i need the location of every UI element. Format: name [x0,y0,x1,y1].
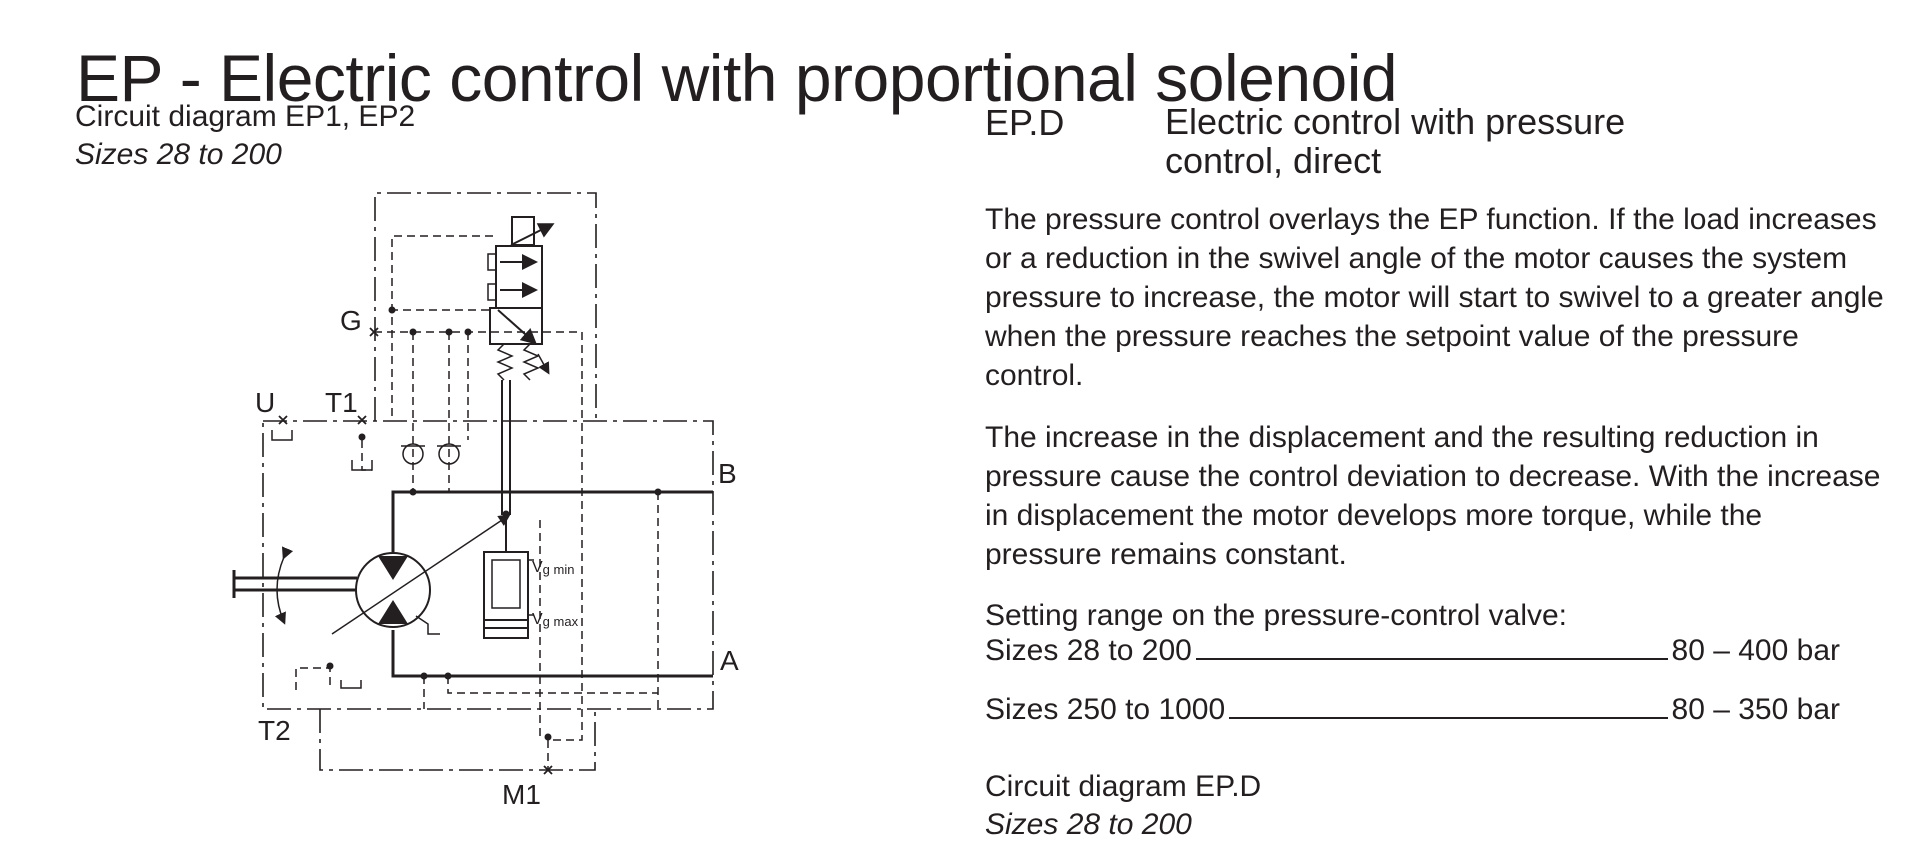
section-title: Electric control with pressure control, … [1165,101,1626,181]
port-label-t1: T1 [325,387,358,418]
vg-min-label: Vg min [532,559,574,577]
circuit-diagram: G U T1 B A T2 M1 Vg min Vg max [232,192,739,810]
setting-label: Sizes 28 to 200 [985,634,1192,667]
port-marks [278,327,553,775]
port-label-g: G [340,305,362,336]
shuttle-valves [401,443,461,465]
positioning-cylinder [483,515,534,639]
page-title: EP - Electric control with proportional … [76,41,1398,116]
setting-value: 80 – 350 bar [1671,693,1840,726]
working-lines [232,490,713,678]
setting-label: Sizes 250 to 1000 [985,693,1226,726]
tank-symbols [271,430,373,689]
control-housing-outline [262,192,714,771]
junction-dots [326,306,662,741]
paragraph-1: The pressure control overlays the EP fun… [985,203,1884,392]
setting-row: Sizes 250 to 1000 80 – 350 bar [985,693,1840,727]
port-label-t2: T2 [258,715,291,746]
leader-line [1229,693,1668,719]
vg-max-label: Vg max [532,611,579,629]
setting-row: Sizes 28 to 200 80 – 400 bar [985,634,1840,668]
hydraulic-motor [274,514,511,635]
paragraph-2: The increase in the displacement and the… [985,421,1881,571]
port-label-m1: M1 [502,779,541,810]
leader-line [1195,634,1668,660]
diagram-caption-epd: Circuit diagram EP.D [985,770,1262,803]
pilot-lines [295,235,659,770]
diagram-subcaption: Sizes 28 to 200 [75,138,282,171]
setting-range-heading: Setting range on the pressure-control va… [985,599,1567,632]
diagram-caption: Circuit diagram EP1, EP2 [75,100,416,133]
port-label-b: B [718,458,737,489]
diagram-subcaption-epd: Sizes 28 to 200 [985,808,1192,841]
port-label-a: A [720,645,739,676]
port-label-u: U [255,387,275,418]
proportional-valve [487,216,555,515]
section-code: EP.D [985,102,1065,143]
setting-value: 80 – 400 bar [1671,634,1840,667]
